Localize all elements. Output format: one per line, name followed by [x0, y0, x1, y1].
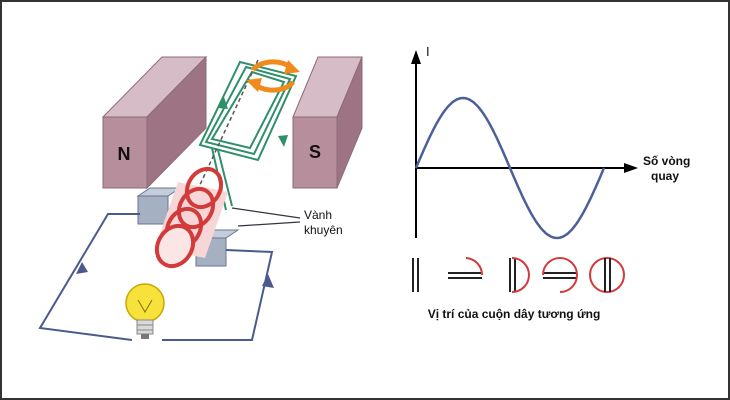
light-bulb-icon: [125, 283, 165, 339]
coil-arrow-icon: [218, 97, 228, 109]
coil-positions-caption: Vị trí của cuộn dây tương ứng: [428, 307, 601, 321]
graph-axes: [411, 50, 638, 238]
x-axis-label: Số vòng: [643, 154, 690, 168]
y-axis-label: I: [426, 44, 430, 59]
slip-rings-label: khuyên: [304, 223, 343, 237]
current-arrow-icon: [262, 274, 274, 288]
pointer-line: [231, 207, 301, 219]
coil-position-glyph: [542, 257, 579, 293]
coil-position-glyph: [448, 257, 484, 279]
south-magnet: [292, 56, 363, 189]
coil-position-glyph: [589, 257, 625, 293]
circuit-wire: [38, 213, 274, 341]
current-curve: [414, 96, 606, 240]
south-pole-label: S: [309, 142, 321, 162]
north-magnet: [101, 55, 208, 190]
slip-rings: [154, 166, 228, 269]
rotation-arrow-head-icon: [284, 60, 300, 74]
north-pole-label: N: [118, 144, 131, 164]
coil-arrow-icon: [278, 135, 288, 147]
slip-rings-label: Vành: [304, 208, 332, 222]
current-arrow-icon: [76, 262, 88, 274]
coil-position-glyph: [412, 258, 419, 292]
pointer-line: [237, 221, 301, 227]
x-axis-label: quay: [651, 169, 679, 183]
rotation-arrow-head-icon: [246, 78, 262, 92]
coil-position-glyph: [509, 257, 530, 293]
